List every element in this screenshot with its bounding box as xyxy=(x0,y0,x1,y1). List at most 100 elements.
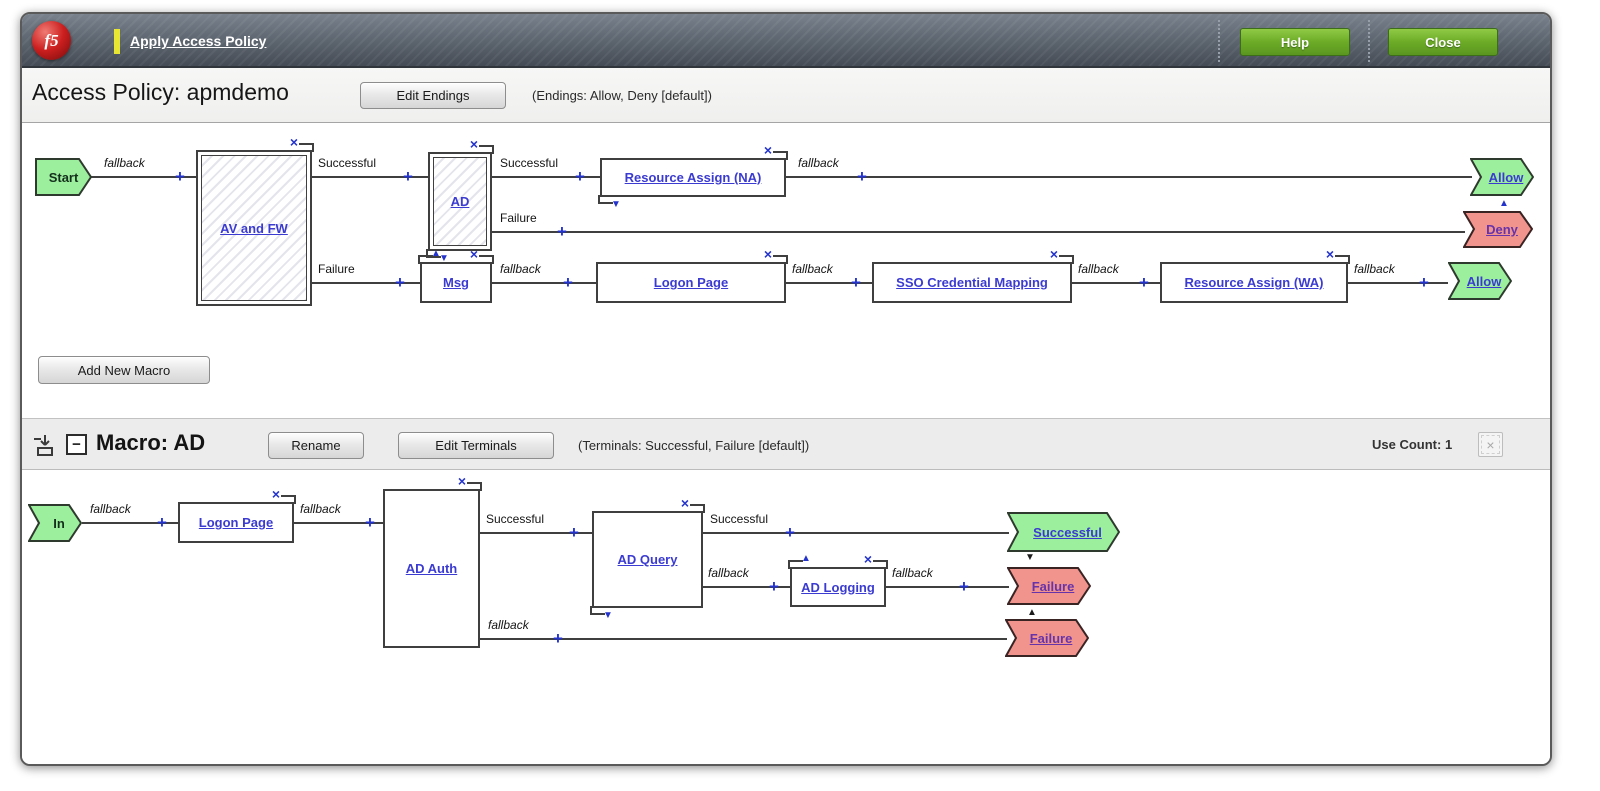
terminal-start-label: Start xyxy=(48,169,79,185)
add-action-icon[interactable]: + xyxy=(365,513,375,533)
terminal-shape xyxy=(35,158,92,196)
insert-macro-icon[interactable] xyxy=(32,432,59,459)
terminal-allow-link[interactable]: Allow xyxy=(1466,273,1502,289)
reorder-up-icon[interactable]: ▲ xyxy=(1027,607,1037,618)
node-ad-auth-link[interactable]: AD Auth xyxy=(405,561,458,576)
terminal-allow-link[interactable]: Allow xyxy=(1488,169,1524,185)
node-logon-page-macro-link[interactable]: Logon Page xyxy=(198,515,274,530)
endings-note: (Endings: Allow, Deny [default]) xyxy=(532,88,712,103)
delete-icon[interactable]: × xyxy=(469,246,478,262)
node-resource-assign-na-link[interactable]: Resource Assign (NA) xyxy=(624,170,762,185)
branch-label-fallback: fallback xyxy=(1354,262,1395,276)
connector-line xyxy=(703,586,790,588)
add-action-icon[interactable]: + xyxy=(557,222,567,242)
terminal-deny-link[interactable]: Deny xyxy=(1486,222,1518,237)
add-action-icon[interactable]: + xyxy=(563,273,573,293)
add-action-icon[interactable]: + xyxy=(575,167,585,187)
yellow-accent-bar xyxy=(114,29,120,54)
reorder-down-icon[interactable]: ▼ xyxy=(1025,552,1035,563)
terminal-allow: Allow xyxy=(1470,158,1534,196)
delete-macro-button[interactable]: × xyxy=(1478,432,1503,457)
terminal-shape xyxy=(1448,262,1512,300)
apply-access-policy-link[interactable]: Apply Access Policy xyxy=(130,33,267,49)
delete-icon[interactable]: × xyxy=(1049,246,1058,262)
macro-title: Macro: AD xyxy=(96,430,206,455)
header-separator xyxy=(1368,20,1370,62)
rename-button[interactable]: Rename xyxy=(268,432,364,459)
insert-above-icon[interactable]: ▲ xyxy=(801,553,811,564)
add-new-macro-button[interactable]: Add New Macro xyxy=(38,356,210,384)
expand-icon[interactable]: ▼ xyxy=(603,610,613,621)
delete-icon[interactable]: × xyxy=(1325,246,1334,262)
reorder-up-icon[interactable]: ▲ xyxy=(1499,198,1509,209)
node-resource-assign-na: Resource Assign (NA) × ▼ xyxy=(598,143,788,210)
add-action-icon[interactable]: + xyxy=(851,273,861,293)
add-action-icon[interactable]: + xyxy=(785,523,795,543)
terminal-shape xyxy=(28,504,82,542)
macro-canvas: fallback fallback Successful Successful … xyxy=(22,470,1550,764)
node-ad-macro-link[interactable]: AD xyxy=(450,194,470,209)
f5-logo-icon: f5 xyxy=(32,21,71,60)
node-ad-query-link[interactable]: AD Query xyxy=(617,552,678,567)
edit-terminals-button[interactable]: Edit Terminals xyxy=(398,432,554,459)
branch-label-failure: Failure xyxy=(500,211,537,225)
add-action-icon[interactable]: + xyxy=(769,577,779,597)
connector-line xyxy=(786,176,1472,178)
delete-icon[interactable]: × xyxy=(469,136,478,152)
edit-endings-button[interactable]: Edit Endings xyxy=(360,82,506,109)
node-av-and-fw-link[interactable]: AV and FW xyxy=(220,220,288,236)
node-logon-page-macro: Logon Page × xyxy=(178,487,296,543)
delete-icon[interactable]: × xyxy=(457,473,466,489)
connector-line xyxy=(492,176,600,178)
connector-line xyxy=(1348,282,1448,284)
delete-icon[interactable]: × xyxy=(271,486,280,502)
vpe-window: f5 Apply Access Policy Help Close Access… xyxy=(20,12,1552,766)
terminal-allow: Allow xyxy=(1448,262,1512,300)
connector-line xyxy=(703,532,1009,534)
expand-macro-icon[interactable]: ▼ xyxy=(439,253,449,264)
corner-bracket xyxy=(773,255,788,264)
delete-icon[interactable]: × xyxy=(680,495,689,511)
delete-icon[interactable]: × xyxy=(763,246,772,262)
corner-bracket xyxy=(281,495,296,504)
insert-above-icon[interactable]: ▲ xyxy=(431,248,441,259)
node-sso-credential-mapping-link[interactable]: SSO Credential Mapping xyxy=(896,275,1048,290)
add-action-icon[interactable]: + xyxy=(553,629,563,649)
node-logon-page-link[interactable]: Logon Page xyxy=(653,275,729,290)
close-button[interactable]: Close xyxy=(1388,28,1498,56)
delete-icon[interactable]: × xyxy=(289,134,298,150)
node-av-and-fw: AV and FW × xyxy=(196,135,314,306)
terminal-failure-link[interactable]: Failure xyxy=(1029,630,1073,646)
collapse-macro-button[interactable]: − xyxy=(66,434,87,455)
connector-line xyxy=(82,522,178,524)
delete-icon[interactable]: × xyxy=(763,142,772,158)
terminal-shape xyxy=(1463,211,1533,248)
corner-bracket xyxy=(479,255,494,264)
add-action-icon[interactable]: + xyxy=(403,167,413,187)
add-action-icon[interactable]: + xyxy=(175,167,185,187)
node-resource-assign-wa-link[interactable]: Resource Assign (WA) xyxy=(1184,275,1324,290)
branch-label-fallback: fallback xyxy=(708,566,749,580)
branch-label-fallback: fallback xyxy=(300,502,341,516)
node-msg-link[interactable]: Msg xyxy=(443,275,469,290)
terminal-failure: Failure xyxy=(1007,567,1091,605)
help-button[interactable]: Help xyxy=(1240,28,1350,56)
delete-icon[interactable]: × xyxy=(863,551,872,567)
add-action-icon[interactable]: + xyxy=(569,523,579,543)
add-action-icon[interactable]: + xyxy=(857,167,867,187)
add-action-icon[interactable]: + xyxy=(1139,273,1149,293)
node-ad-auth: AD Auth × xyxy=(383,474,482,648)
corner-bracket xyxy=(1059,255,1074,264)
add-action-icon[interactable]: + xyxy=(1419,273,1429,293)
terminal-successful-link[interactable]: Successful xyxy=(1033,524,1102,540)
add-action-icon[interactable]: + xyxy=(157,513,167,533)
terminal-shape xyxy=(1470,158,1534,196)
connector-line xyxy=(886,586,1009,588)
terminal-failure-link[interactable]: Failure xyxy=(1031,578,1075,594)
node-ad-logging-link[interactable]: AD Logging xyxy=(801,579,875,595)
add-action-icon[interactable]: + xyxy=(395,273,405,293)
policy-canvas: fallback Successful Successful fallback … xyxy=(22,123,1550,418)
add-action-icon[interactable]: + xyxy=(959,577,969,597)
connector-line xyxy=(480,532,592,534)
expand-icon[interactable]: ▼ xyxy=(611,199,621,210)
